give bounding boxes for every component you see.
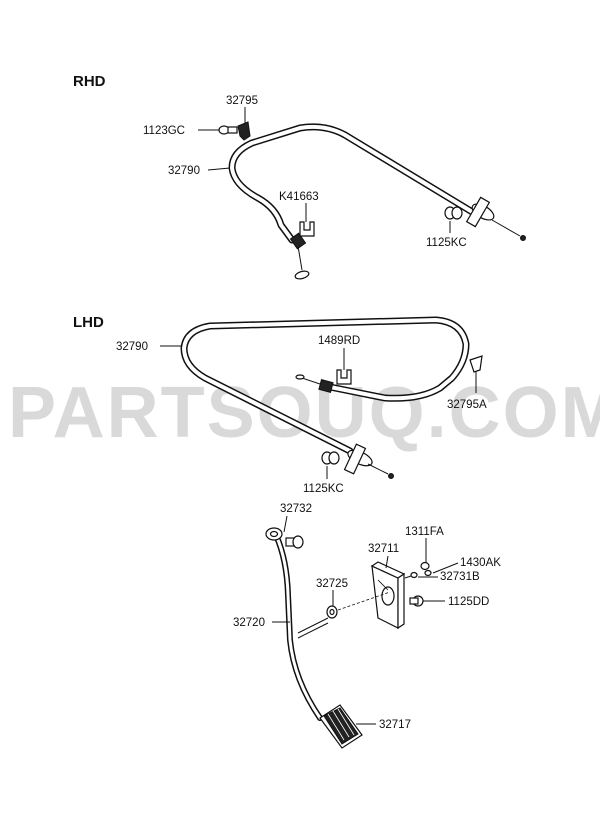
- label-rhd-clip: K41663: [279, 191, 319, 203]
- lhd-clip-1489rd[interactable]: [336, 369, 352, 385]
- label-rhd-bracket: 32795: [226, 95, 258, 107]
- rhd-bolt-1123gc[interactable]: [218, 125, 238, 135]
- label-rhd-grommet: 1125KC: [426, 237, 467, 249]
- label-bracket-assembly: 32711: [368, 543, 399, 555]
- nut-1430ak[interactable]: [424, 569, 432, 577]
- assembly-line: [337, 591, 391, 611]
- label-pedal-pad: 32717: [379, 719, 411, 731]
- label-bushing: 32725: [316, 578, 348, 590]
- section-label-lhd: LHD: [73, 314, 104, 331]
- rhd-clip-k41663[interactable]: [299, 221, 315, 237]
- label-lhd-grommet: 1125KC: [303, 483, 344, 495]
- bracket-assembly-32711[interactable]: [370, 561, 406, 630]
- rhd-accelerator-cable[interactable]: [228, 123, 526, 280]
- watermark: PARTSOUQ.COM: [8, 373, 600, 453]
- label-rhd-cable: 32790: [168, 165, 200, 177]
- pedal-arm-32720[interactable]: [265, 527, 329, 721]
- label-lhd-cable: 32790: [116, 341, 148, 353]
- bolt-1311fa[interactable]: [420, 561, 430, 571]
- label-pedal-arm: 32720: [233, 617, 265, 629]
- rhd-grommet-1125kc[interactable]: [444, 206, 463, 220]
- label-pedal-stopper: 32732: [280, 503, 312, 515]
- bolt-1125dd[interactable]: [409, 595, 424, 607]
- label-lhd-clip: 1489RD: [318, 335, 360, 347]
- lhd-grommet-1125kc[interactable]: [321, 451, 340, 465]
- bushing-32725[interactable]: [326, 605, 338, 619]
- label-bolt-side: 1125DD: [448, 596, 489, 608]
- rhd-bracket-32795[interactable]: [237, 121, 251, 141]
- lhd-bracket-32795a[interactable]: [469, 355, 483, 373]
- pedal-stopper-32732[interactable]: [285, 535, 304, 549]
- label-rhd-bolt: 1123GC: [143, 125, 185, 137]
- pin-32731b[interactable]: [404, 571, 418, 579]
- label-pin: 32731B: [440, 571, 480, 583]
- lhd-accelerator-cable[interactable]: [180, 316, 470, 479]
- label-lhd-bracket: 32795A: [447, 399, 487, 411]
- label-bolt-top: 1311FA: [405, 526, 444, 538]
- pedal-pad-32717[interactable]: [319, 704, 363, 749]
- label-nut: 1430AK: [460, 557, 501, 569]
- section-label-rhd: RHD: [73, 73, 106, 90]
